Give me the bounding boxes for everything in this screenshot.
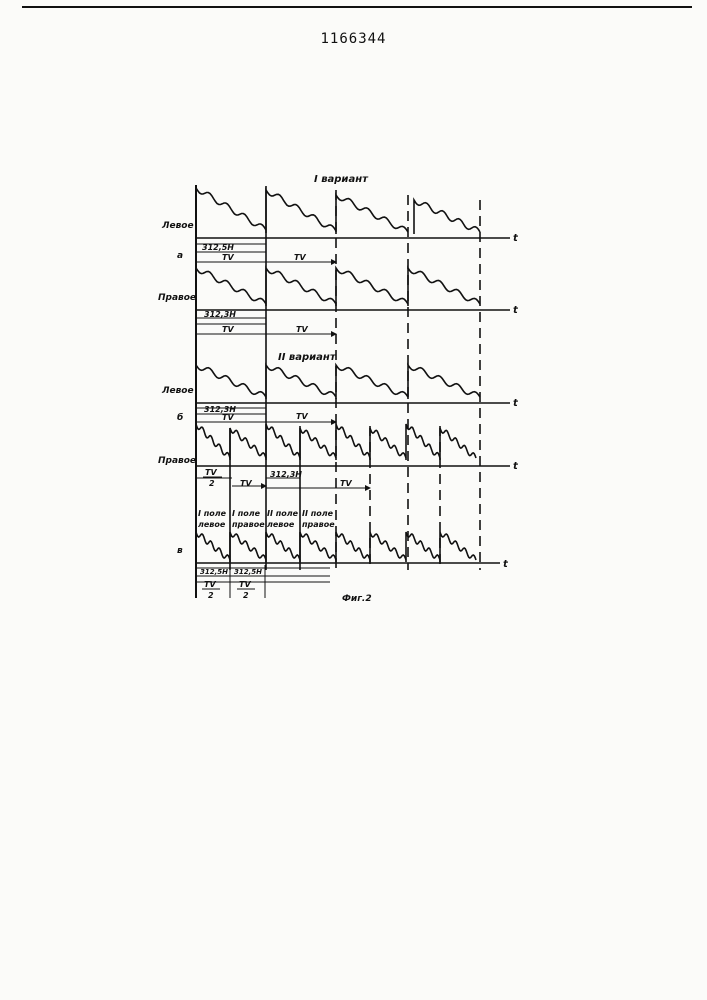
waveform-segment <box>300 532 336 562</box>
tv-label: TV <box>340 479 352 488</box>
tv-half-numerator: TV <box>205 468 217 477</box>
row-a-right-waveforms <box>196 268 480 306</box>
waveform-segment <box>336 268 408 306</box>
waveform-segment <box>336 532 370 562</box>
tv-half-denominator: 2 <box>208 591 214 600</box>
variant-2-title: II вариант <box>278 352 337 363</box>
row-left-label: Левое <box>161 221 194 231</box>
waveform-segment <box>196 365 266 399</box>
lines-label-small: 312,5Н <box>234 568 262 576</box>
tv-label: TV <box>296 412 308 421</box>
axis-t-label: t <box>513 461 519 472</box>
waveform-segment <box>336 365 408 399</box>
lines-label: 312,3Н <box>204 310 236 319</box>
waveform-segment <box>414 200 480 234</box>
waveform-segment <box>408 268 480 306</box>
field-label-4: II полеправое <box>302 509 335 529</box>
row-b-left-waveforms <box>196 365 480 399</box>
waveform-segment <box>266 424 300 460</box>
variant-1-title: I вариант <box>314 174 369 185</box>
tv-label: TV <box>296 325 308 334</box>
waveform-segment <box>196 268 266 306</box>
lines-label: 312,3Н <box>270 470 302 479</box>
waveform-segment <box>370 428 406 460</box>
waveform-segment <box>266 190 336 233</box>
tv-half-numerator: TV <box>204 580 216 589</box>
waveform-segment <box>440 532 476 562</box>
waveform-segment <box>300 428 336 460</box>
row-right-label: Правое <box>158 456 196 466</box>
lines-label-small: 312,5Н <box>200 568 228 576</box>
waveform-segment <box>266 268 336 306</box>
tv-label: TV <box>222 325 234 334</box>
field-label-1: I полелевое <box>198 509 227 529</box>
row-a-left-waveforms <box>196 188 480 234</box>
lines-label: 312,5Н <box>202 243 234 252</box>
waveform-segment <box>196 424 230 460</box>
row-a-label: а <box>177 251 183 261</box>
waveform-segment <box>266 365 336 399</box>
figure-caption: Фиг.2 <box>342 594 372 604</box>
axis-t-label: t <box>513 398 519 409</box>
tv-label: TV <box>222 253 234 262</box>
waveform-segment <box>406 424 440 460</box>
tv-half-denominator: 2 <box>243 591 249 600</box>
waveform-segment <box>266 532 300 562</box>
waveform-segment <box>336 424 370 460</box>
tv-half-numerator: TV <box>239 580 251 589</box>
waveform-segment <box>408 365 480 399</box>
field-label-3: II полелевое <box>267 509 299 529</box>
row-left-label: Левое <box>161 386 194 396</box>
waveform-segment <box>196 188 266 232</box>
waveform-segment <box>196 532 230 562</box>
tv-half-denominator: 2 <box>209 479 215 488</box>
row-v-label: в <box>177 546 183 556</box>
waveform-segment <box>370 532 406 562</box>
axis-t-label: t <box>513 305 519 316</box>
row-b-label: б <box>177 412 183 423</box>
waveform-segment <box>230 428 266 460</box>
axis-t-label: t <box>503 559 509 570</box>
row-right-label: Правое <box>158 293 196 303</box>
waveform-segment <box>406 532 440 562</box>
axis-t-label: t <box>513 233 519 244</box>
tv-label: TV <box>222 413 234 422</box>
tv-label: TV <box>294 253 306 262</box>
waveform-segment <box>336 195 408 234</box>
waveform-segment <box>440 428 476 460</box>
tv-label: TV <box>240 479 252 488</box>
field-label-2: I полеправое <box>232 509 265 529</box>
waveform-segment <box>230 532 266 562</box>
